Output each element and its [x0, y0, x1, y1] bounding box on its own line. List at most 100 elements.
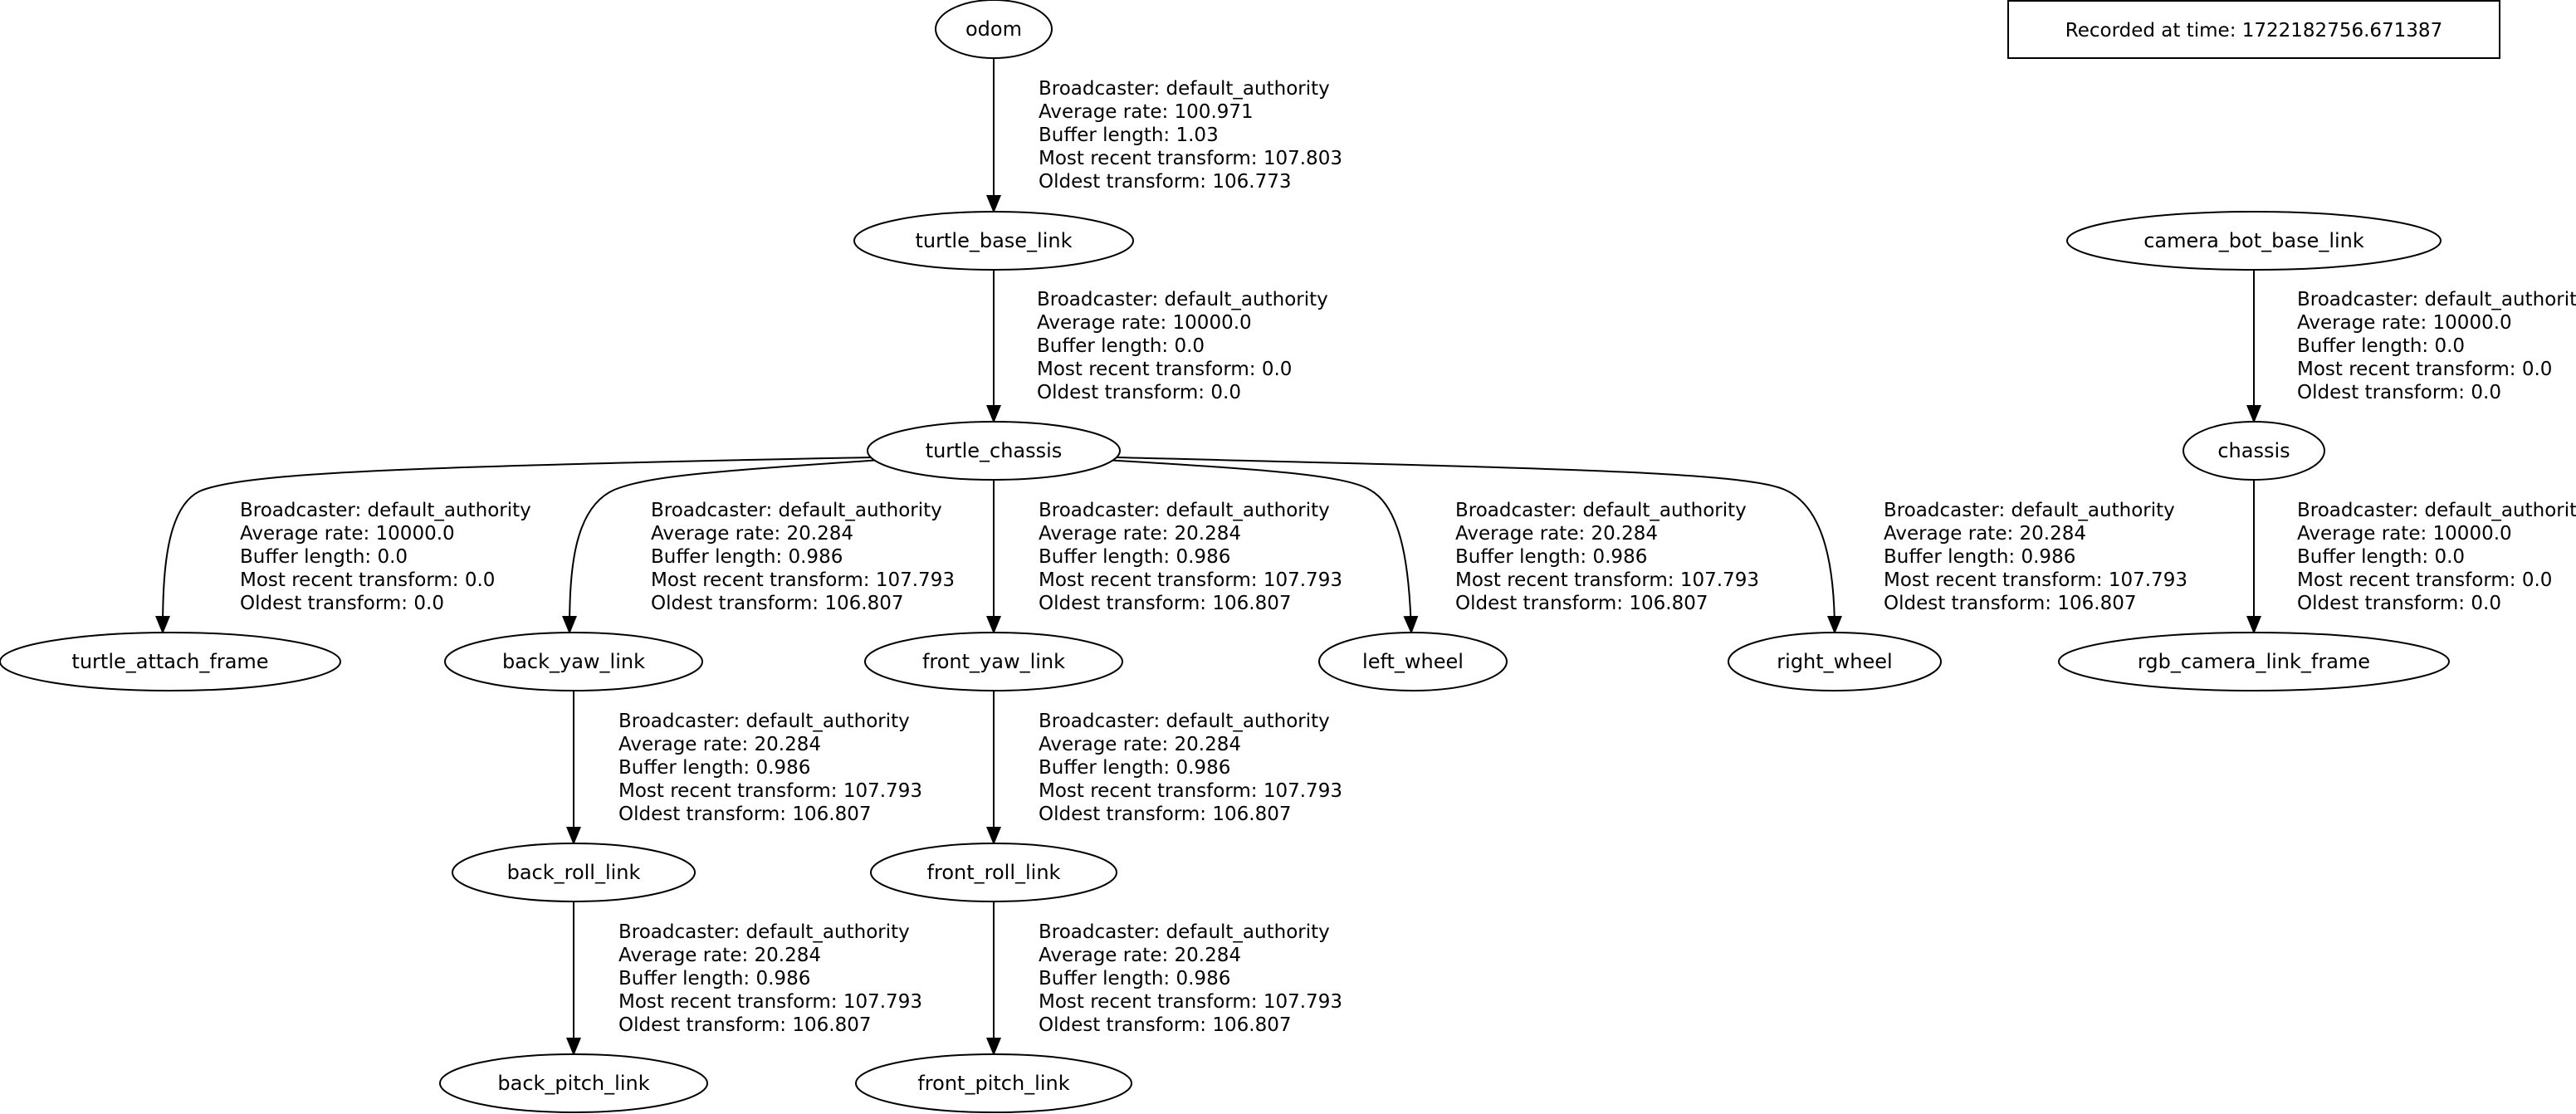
node-ellipse [1318, 632, 1508, 691]
edge-label-line: Oldest transform: 106.807 [651, 593, 903, 614]
node-left_wheel: left_wheel [1318, 632, 1508, 691]
node-ellipse [0, 632, 341, 691]
node-label: turtle_base_link [916, 229, 1073, 252]
node-label: chassis [2217, 439, 2290, 462]
node-label: camera_bot_base_link [2143, 229, 2364, 252]
edge-label-line: Most recent transform: 107.793 [1039, 991, 1342, 1013]
edge-label-line: Oldest transform: 0.0 [2297, 382, 2501, 403]
node-ellipse [935, 0, 1053, 59]
edge-label-line: Buffer length: 0.986 [1455, 546, 1647, 568]
edge-label-line: Most recent transform: 107.793 [1039, 569, 1342, 591]
node-ellipse [867, 421, 1121, 481]
edge-label-line: Buffer length: 0.986 [618, 968, 810, 989]
edge-label-line: Oldest transform: 106.807 [1455, 593, 1708, 614]
edge-label-line: Oldest transform: 106.807 [1039, 804, 1291, 825]
node-turtle_base_link: turtle_base_link [853, 211, 1134, 271]
node-ellipse [1728, 632, 1942, 691]
edge-label-line: Most recent transform: 107.793 [618, 991, 922, 1013]
node-back_roll_link: back_roll_link [452, 843, 696, 902]
edge-label-line: Most recent transform: 107.793 [1884, 569, 2187, 591]
node-ellipse [853, 211, 1134, 271]
nodes-layer: odom turtle_base_link turtle_chassisturtle… [0, 0, 2450, 1113]
edge-label-line: Broadcaster: default_authority [1037, 289, 1328, 310]
node-label: turtle_attach_frame [71, 650, 268, 673]
edge-label-line: Average rate: 10000.0 [240, 523, 455, 545]
edge-label-line: Broadcaster: default_authority [651, 500, 942, 521]
edge-label-line: Buffer length: 0.986 [1039, 546, 1230, 568]
node-turtle_chassis: turtle_chassis [867, 421, 1121, 481]
edge-label-line: Oldest transform: 0.0 [2297, 593, 2501, 614]
node-odom: odom [935, 0, 1053, 59]
edge-label-line: Average rate: 20.284 [1884, 523, 2086, 545]
edge-label-line: Most recent transform: 107.793 [618, 780, 922, 802]
node-rgb_camera_link_frame: rgb_camera_link_frame [2058, 632, 2450, 691]
edge-arrow [1103, 459, 1419, 634]
edge-label-line: Most recent transform: 0.0 [2297, 359, 2552, 380]
node-front_roll_link: front_roll_link [870, 843, 1117, 902]
node-label: front_yaw_link [922, 650, 1065, 673]
edge-label-line: Broadcaster: default_authority [1884, 500, 2175, 521]
edge-label-line: Average rate: 10000.0 [1037, 312, 1252, 334]
node-ellipse [2066, 211, 2442, 271]
node-label: back_pitch_link [497, 1072, 649, 1095]
edge-label-line: Oldest transform: 0.0 [1037, 382, 1241, 403]
edge-label-line: Broadcaster: default_authority [1039, 500, 1330, 521]
edge-label-line: Average rate: 20.284 [618, 734, 821, 755]
edge-label-line: Most recent transform: 107.793 [1455, 569, 1759, 591]
node-label: back_yaw_link [502, 650, 645, 673]
edge-label-line: Average rate: 20.284 [1455, 523, 1658, 545]
edge-label-line: Buffer length: 0.986 [651, 546, 843, 568]
edge-label-line: Most recent transform: 107.793 [651, 569, 955, 591]
node-ellipse [439, 1053, 708, 1113]
edge-label-line: Oldest transform: 106.807 [1884, 593, 2136, 614]
edge-label-line: Most recent transform: 0.0 [240, 569, 495, 591]
node-label: back_roll_link [507, 861, 641, 884]
edge-label-line: Average rate: 20.284 [1039, 945, 1241, 966]
node-front_yaw_link: front_yaw_link [864, 632, 1123, 691]
edge-arrow [1116, 457, 1842, 634]
node-label: front_roll_link [927, 861, 1061, 884]
edge-label-line: Oldest transform: 106.807 [618, 1014, 871, 1036]
edge-label-line: Most recent transform: 107.793 [1039, 780, 1342, 802]
edge-label-line: Broadcaster: default_authority [2297, 289, 2576, 310]
edge-label-line: Broadcaster: default_authority [618, 921, 910, 943]
edge-label-line: Oldest transform: 0.0 [240, 593, 444, 614]
edge-label-line: Buffer length: 1.03 [1039, 125, 1219, 146]
node-front_pitch_link: front_pitch_link [855, 1053, 1132, 1113]
recorded-time-box: Recorded at time: 1722182756.671387 [2007, 0, 2500, 59]
edge-label-line: Buffer length: 0.986 [618, 757, 810, 779]
node-label: left_wheel [1362, 650, 1464, 673]
node-ellipse [452, 843, 696, 902]
edge-label-line: Oldest transform: 106.807 [618, 804, 871, 825]
edge-arrow [562, 459, 882, 634]
node-ellipse [444, 632, 703, 691]
edge-label-line: Broadcaster: default_authority [1039, 921, 1330, 943]
node-label: right_wheel [1777, 650, 1892, 673]
node-ellipse [864, 632, 1123, 691]
edge-label-line: Buffer length: 0.986 [1039, 968, 1230, 989]
node-turtle_attach_frame: turtle_attach_frame [0, 632, 341, 691]
edge-label-line: Broadcaster: default_authority [1039, 711, 1330, 732]
edge-label-line: Buffer length: 0.986 [1039, 757, 1230, 779]
node-back_pitch_link: back_pitch_link [439, 1053, 708, 1113]
edge-arrow [155, 457, 873, 634]
edge-label-line: Oldest transform: 106.807 [1039, 1014, 1291, 1036]
node-ellipse [855, 1053, 1132, 1113]
edge-label-line: Buffer length: 0.0 [1037, 335, 1205, 357]
edge-label-line: Broadcaster: default_authority [2297, 500, 2576, 521]
node-ellipse [2183, 421, 2325, 481]
edge-label-line: Oldest transform: 106.807 [1039, 593, 1291, 614]
